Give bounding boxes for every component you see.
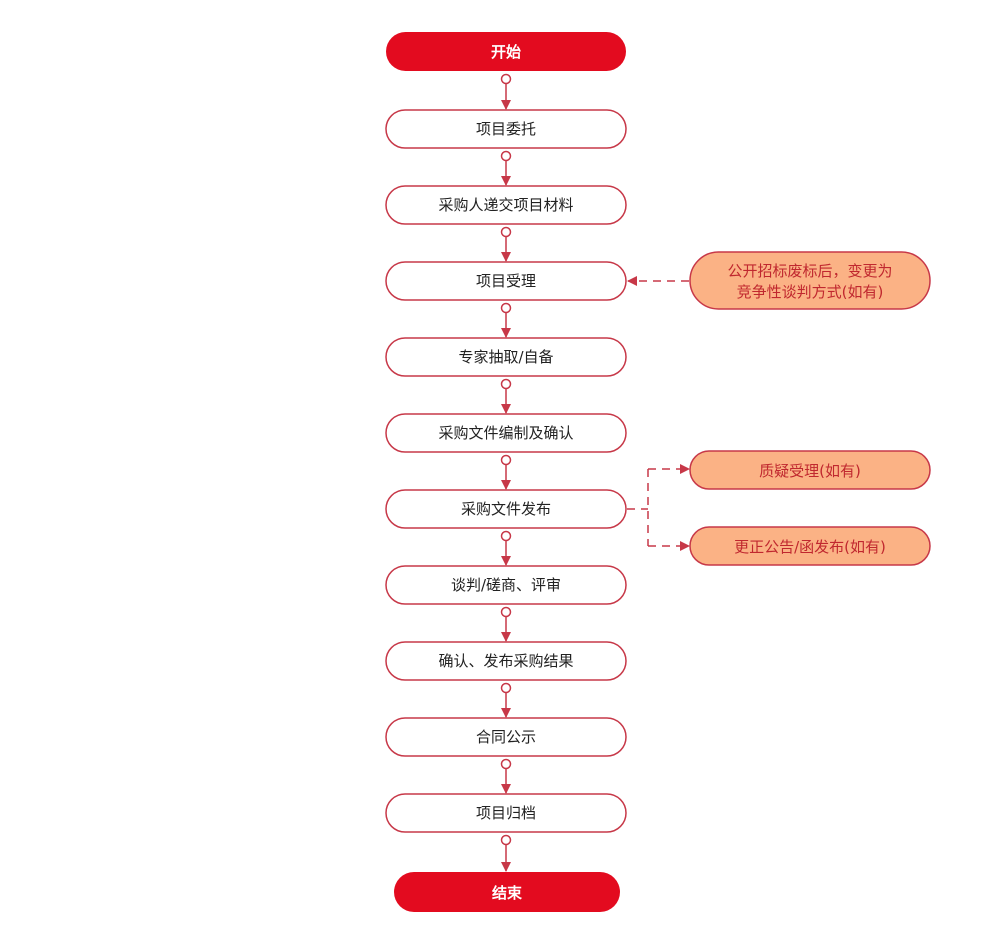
step-document-release: 采购文件发布 [385,489,627,529]
step-label: 确认、发布采购结果 [438,652,573,670]
connector-step1-to-step2 [500,150,512,186]
step-project-commission: 项目委托 [385,109,627,149]
step-label: 项目委托 [476,120,536,138]
step-label: 项目归档 [476,804,536,822]
side-note-line2: 竞争性谈判方式(如有) [737,283,884,301]
connector-step9-to-step10 [500,758,512,794]
step-project-archive: 项目归档 [385,793,627,833]
connector-step8-to-step9 [500,682,512,718]
side-note-correction: 更正公告/函发布(如有) [689,526,931,566]
branch-document-release [627,464,690,551]
step-label: 项目受理 [476,272,536,290]
connector-step6-to-step7 [500,530,512,566]
step-label: 专家抽取/自备 [458,348,553,366]
connector-step4-to-step5 [500,378,512,414]
start-label: 开始 [491,43,521,61]
step-project-acceptance: 项目受理 [385,261,627,301]
connector-step5-to-step6 [500,454,512,490]
connector-step3-to-step4 [500,302,512,338]
end-label: 结束 [492,884,523,902]
connector-start-to-step1 [500,73,512,110]
step-expert-selection: 专家抽取/自备 [385,337,627,377]
end-node: 结束 [394,872,620,912]
step-submit-materials: 采购人递交项目材料 [385,185,627,225]
main-connectors [500,73,512,872]
connector-step7-to-step8 [500,606,512,642]
side-note-tender-failure: 公开招标废标后，变更为 竞争性谈判方式(如有) [689,251,931,310]
side-note-correction-label: 更正公告/函发布(如有) [734,538,886,556]
step-negotiation-review: 谈判/磋商、评审 [385,565,627,605]
connector-step2-to-step3 [500,226,512,262]
step-document-preparation: 采购文件编制及确认 [385,413,627,453]
side-note-line1: 公开招标废标后，变更为 [727,262,892,280]
step-label: 采购文件发布 [461,500,551,518]
step-contract-publicity: 合同公示 [385,717,627,757]
connector-step10-to-end [500,834,512,872]
side-note-query-label: 质疑受理(如有) [759,462,861,480]
step-label: 合同公示 [476,728,536,746]
side-note-query: 质疑受理(如有) [689,450,931,490]
step-label: 采购人递交项目材料 [438,196,573,214]
step-label: 采购文件编制及确认 [438,424,573,442]
step-result-publication: 确认、发布采购结果 [385,641,627,681]
step-label: 谈判/磋商、评审 [451,576,561,594]
start-node: 开始 [386,32,626,71]
